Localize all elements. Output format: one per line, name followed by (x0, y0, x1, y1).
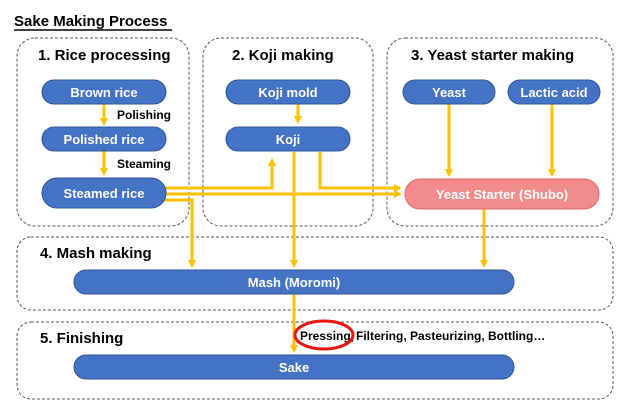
node-polished-rice-label: Polished rice (64, 132, 145, 147)
node-mash-label: Mash (Moromi) (248, 275, 340, 290)
edge-label-polishing: Polishing (117, 108, 171, 122)
section-mash-making (16, 236, 614, 311)
node-yeast-starter-label: Yeast Starter (Shubo) (436, 187, 568, 202)
node-steamed-rice (41, 177, 167, 209)
node-brown-rice (41, 79, 167, 105)
section-label-mash: 4. Mash making (40, 245, 152, 262)
arrow-koji-to-yeast-starter (318, 152, 402, 192)
diagram-title: Sake Making Process (14, 13, 167, 30)
edge-label-pressing: Pressing, (300, 329, 354, 343)
node-sake (73, 354, 515, 380)
node-brown-rice-label: Brown rice (70, 85, 137, 100)
node-mash (73, 269, 515, 295)
section-rice-processing (16, 37, 190, 227)
node-lactic-acid (507, 79, 601, 105)
section-label-yeast: 3. Yeast starter making (411, 47, 574, 64)
section-koji-making (202, 37, 374, 227)
arrows (100, 103, 556, 353)
node-koji-mold (225, 79, 351, 105)
node-sake-label: Sake (279, 360, 309, 375)
arrow-steamed-to-koji (164, 158, 276, 190)
node-koji-mold-label: Koji mold (258, 85, 317, 100)
edge-label-finishing-steps: Filtering, Pasteurizing, Bottling… (356, 329, 545, 343)
node-koji (225, 126, 351, 152)
section-finishing (16, 321, 614, 400)
node-steamed-rice-label: Steamed rice (64, 186, 145, 201)
node-koji-label: Koji (276, 132, 301, 147)
node-lactic-acid-label: Lactic acid (520, 85, 587, 100)
section-label-rice: 1. Rice processing (38, 47, 171, 64)
section-yeast-starter (386, 37, 614, 227)
node-yeast (402, 79, 496, 105)
node-yeast-label: Yeast (432, 85, 467, 100)
edge-label-steaming: Steaming (117, 157, 171, 171)
section-label-finishing: 5. Finishing (40, 330, 123, 347)
section-label-koji: 2. Koji making (232, 47, 334, 64)
arrow-steamed-to-mash (164, 198, 196, 268)
node-polished-rice (41, 126, 167, 152)
node-yeast-starter (404, 178, 600, 210)
highlight-circle-pressing (293, 319, 355, 351)
